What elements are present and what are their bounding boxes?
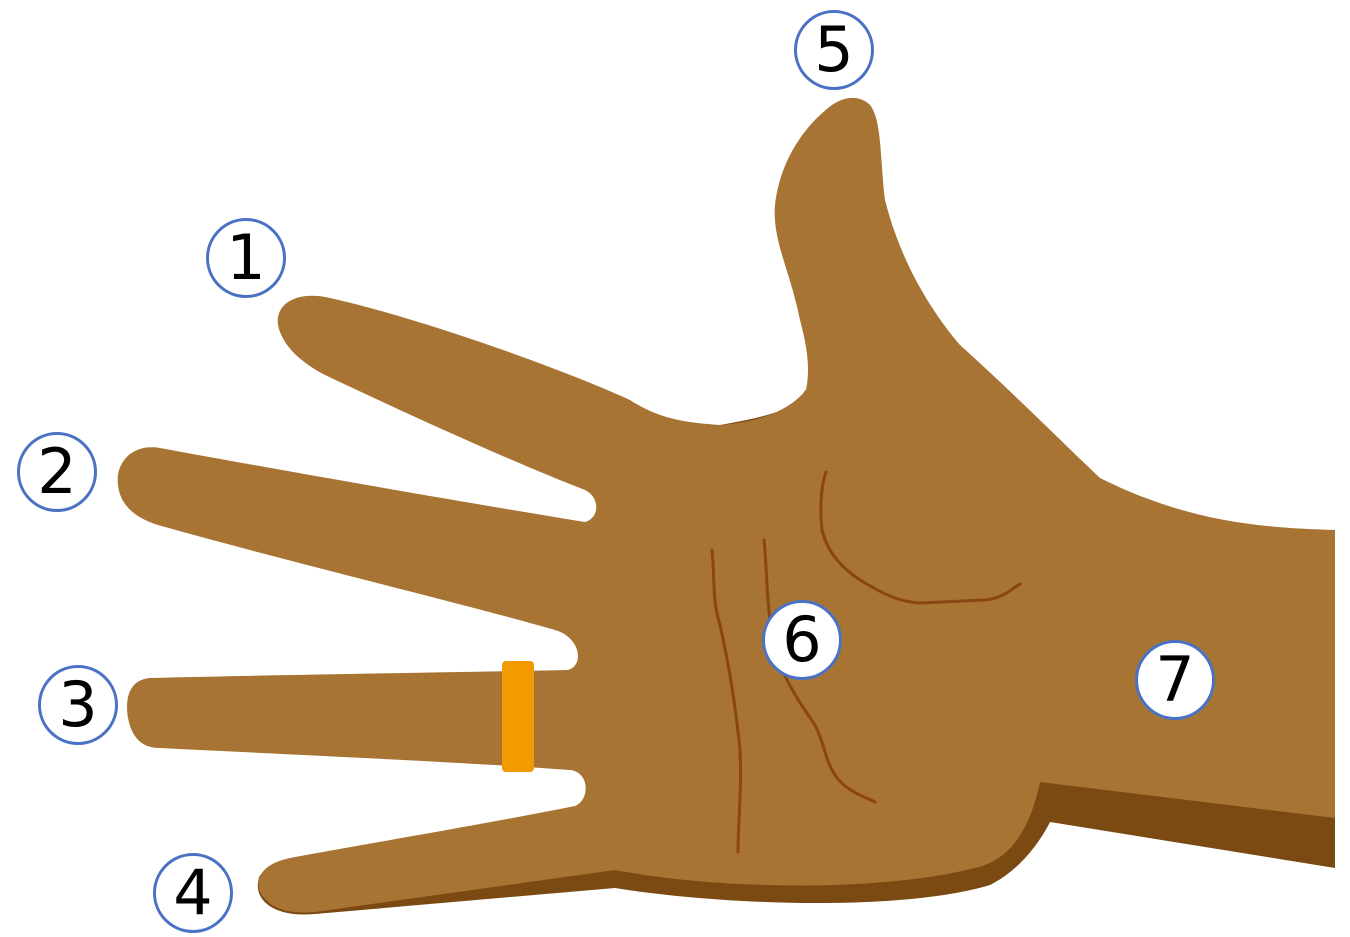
marker-index-finger: 1 [206, 218, 286, 298]
marker-wrist: 7 [1135, 640, 1215, 720]
marker-label: 2 [37, 441, 76, 503]
marker-palm: 6 [762, 600, 842, 680]
marker-label: 5 [814, 19, 853, 81]
marker-label: 3 [58, 674, 97, 736]
marker-little-finger: 4 [153, 853, 233, 933]
marker-middle-finger: 2 [17, 432, 97, 512]
ring [502, 661, 534, 772]
hand-silhouette [118, 98, 1335, 913]
marker-label: 7 [1155, 649, 1194, 711]
marker-label: 6 [782, 609, 821, 671]
marker-label: 4 [173, 862, 212, 924]
marker-ring-finger: 3 [38, 665, 118, 745]
marker-thumb: 5 [794, 10, 874, 90]
marker-label: 1 [226, 227, 265, 289]
